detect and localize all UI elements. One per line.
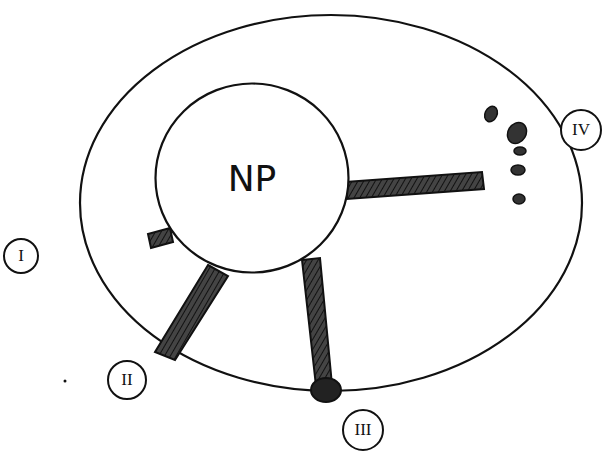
ligand-rod [302,258,332,386]
ligand-rod [155,265,228,360]
callout-circle: III [342,409,384,451]
nanoparticle-core: NP [154,82,350,274]
callout-circle: II [107,360,147,400]
shell-outline [80,15,582,391]
callout-circle: IV [560,109,602,151]
callout-number: IV [572,120,590,140]
ligand-rod [345,172,484,199]
callout-number: I [18,246,24,266]
callout-number: III [355,420,372,440]
stray-dot [64,380,67,383]
callout-circle: I [3,238,39,274]
callout-number: II [121,370,132,390]
end-group [311,378,341,402]
ligand-stub [148,228,173,248]
released-particles [482,104,530,204]
core-label: NP [228,158,277,199]
